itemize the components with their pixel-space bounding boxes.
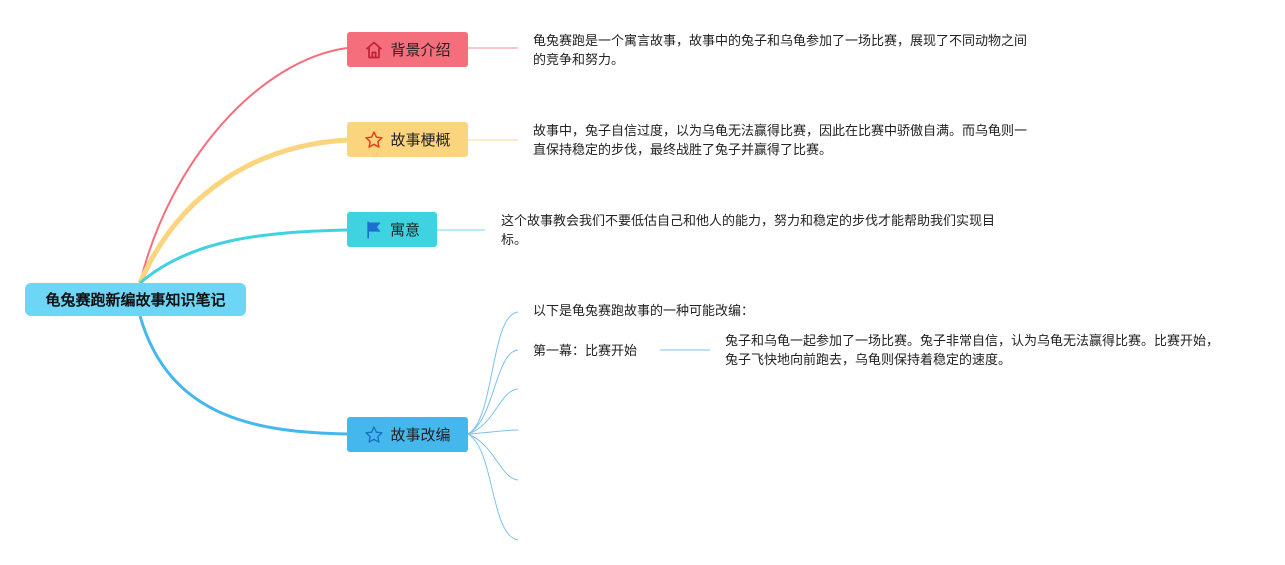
branch-background[interactable]: 背景介绍 xyxy=(347,32,468,67)
house-icon xyxy=(366,41,383,58)
branch-label: 故事改编 xyxy=(390,426,451,444)
star-icon xyxy=(365,130,384,148)
edge-root-background xyxy=(139,47,348,284)
branch-moral[interactable]: 寓意 xyxy=(347,212,437,247)
edge-root-moral xyxy=(139,228,348,285)
branch-label: 背景介绍 xyxy=(390,41,451,59)
note-moral: 这个故事教会我们不要低估自己和他人的能力，努力和稳定的步伐才能帮助我们实现目标。 xyxy=(501,214,996,248)
branch-adaptation[interactable]: 故事改编 xyxy=(347,417,468,452)
root-label: 龟兔赛跑新编故事知识笔记 xyxy=(45,291,226,309)
adaptation-fan xyxy=(467,311,519,541)
branch-summary[interactable]: 故事梗概 xyxy=(347,122,468,157)
scene-one-title: 第一幕：比赛开始 xyxy=(533,344,638,359)
note-summary: 故事中，兔子自信过度，以为乌龟无法赢得比赛，因此在比赛中骄傲自满。而乌龟则一直保… xyxy=(533,124,1028,158)
adaptation-intro: 以下是龟兔赛跑故事的一种可能改编： xyxy=(533,304,755,319)
star-outline-icon xyxy=(365,425,384,443)
branch-label: 故事梗概 xyxy=(390,131,451,149)
flag-icon xyxy=(367,221,381,238)
edge-root-summary xyxy=(137,137,348,284)
root-node[interactable]: 龟兔赛跑新编故事知识笔记 xyxy=(25,283,246,316)
note-background: 龟兔赛跑是一个寓言故事，故事中的兔子和乌龟参加了一场比赛，展现了不同动物之间的竞… xyxy=(533,34,1028,68)
scene-one-note: 兔子和乌龟一起参加了一场比赛。兔子非常自信，认为乌龟无法赢得比赛。比赛开始，兔子… xyxy=(725,334,1220,368)
edge-root-adaptation xyxy=(138,315,348,436)
branch-label: 寓意 xyxy=(389,221,420,239)
